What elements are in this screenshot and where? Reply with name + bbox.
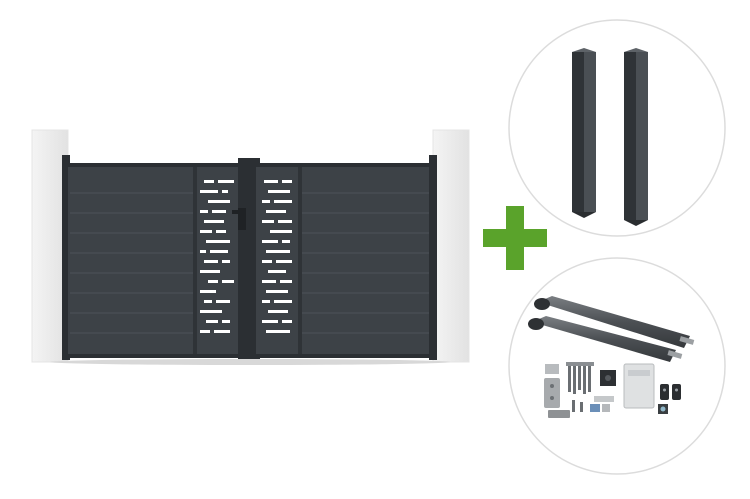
small-parts [590, 396, 614, 412]
right-decor-panel [262, 180, 292, 333]
bolts-set [566, 362, 594, 412]
gate-handle [232, 210, 240, 214]
gate-shadow [50, 359, 450, 365]
control-box [623, 363, 655, 409]
gate-lock [238, 208, 246, 230]
plus-icon [483, 206, 547, 270]
actuator-arm-bottom [528, 316, 683, 362]
gate-right-leaf [256, 155, 437, 360]
right-pillar [432, 129, 470, 363]
gate-posts-circle [508, 19, 726, 237]
photocell-sensor [658, 404, 668, 414]
remote-controls [660, 384, 681, 400]
gate-post-left [572, 48, 596, 218]
right-leaf-slats [302, 192, 429, 334]
actuator-arm-top [534, 296, 695, 348]
mounting-plate [600, 370, 616, 386]
gate-left-leaf [62, 155, 246, 360]
mounting-brackets [544, 364, 570, 418]
gate-scene [31, 129, 470, 365]
left-leaf-slats [70, 192, 194, 334]
gate-post-right [624, 48, 648, 226]
left-decor-panel [200, 180, 234, 333]
motor-kit-circle [508, 257, 726, 475]
